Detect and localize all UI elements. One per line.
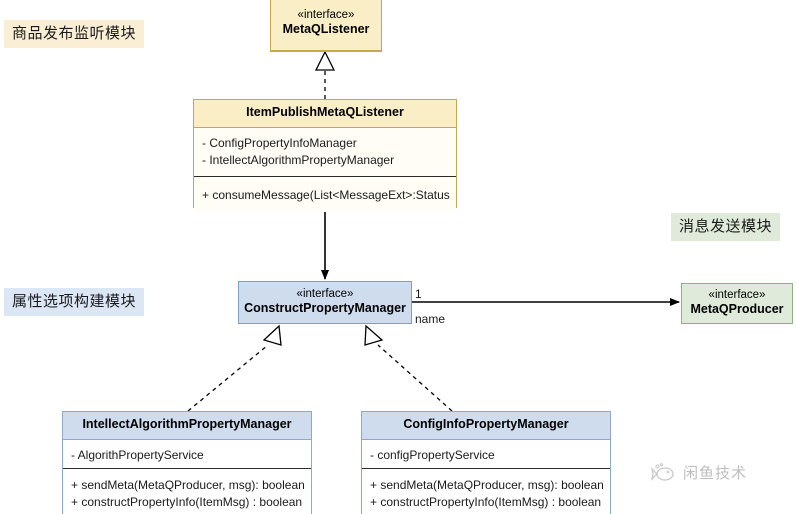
class-attributes-intellect-algorithm-property-manager: - AlgorithPropertyService — [63, 439, 311, 468]
attribute-row: - configPropertyService — [370, 447, 495, 462]
module-tag-publish-listen: 商品发布监听模块 — [4, 20, 145, 48]
operation-row: + constructPropertyInfo(ItemMsg) : boole… — [71, 495, 303, 510]
watermark-text: 闲鱼技术 — [683, 465, 748, 482]
association-multiplicity-label: 1 — [415, 287, 422, 301]
edge-realize-construct-right — [364, 324, 453, 412]
class-box-item-publish-metaq-listener[interactable]: ItemPublishMetaQListener - ConfigPropert… — [193, 99, 457, 213]
class-header-metaq-producer: «interface» MetaQProducer — [682, 284, 792, 323]
class-header-item-publish-metaq-listener: ItemPublishMetaQListener — [194, 100, 456, 128]
watermark: 闲鱼技术 — [651, 462, 747, 483]
edge-realize-construct-left — [187, 324, 282, 412]
association-role-label: name — [415, 312, 446, 326]
class-box-config-info-property-manager[interactable]: ConfigInfoPropertyManager - configProper… — [361, 411, 611, 514]
class-box-metaq-producer[interactable]: «interface» MetaQProducer — [681, 283, 793, 324]
class-attributes-item-publish-metaq-listener: - ConfigPropertyInfoManager - IntellectA… — [194, 127, 456, 176]
class-header-intellect-algorithm-property-manager: IntellectAlgorithmPropertyManager — [63, 412, 311, 440]
class-operations-config-info-property-manager: + sendMeta(MetaQProducer, msg): boolean … — [362, 467, 610, 514]
class-name: MetaQListener — [282, 22, 370, 37]
edge-realize-metaq-listener — [314, 50, 336, 99]
module-tag-message-send: 消息发送模块 — [671, 213, 781, 241]
class-operations-item-publish-metaq-listener: + consumeMessage(List<MessageExt>:Status — [194, 175, 456, 213]
class-name: ConstructPropertyManager — [244, 301, 406, 316]
operation-row: + constructPropertyInfo(ItemMsg) : boole… — [370, 495, 602, 510]
operation-row: + consumeMessage(List<MessageExt>:Status — [202, 187, 450, 202]
class-stereotype: «interface» — [296, 288, 354, 300]
class-name: MetaQProducer — [690, 302, 784, 317]
class-box-metaq-listener[interactable]: «interface» MetaQListener — [270, 0, 382, 52]
class-name: ConfigInfoPropertyManager — [403, 417, 569, 431]
class-header-construct-property-manager: «interface» ConstructPropertyManager — [239, 282, 411, 323]
operation-row: + sendMeta(MetaQProducer, msg): boolean — [71, 477, 305, 492]
module-tag-property-build: 属性选项构建模块 — [4, 288, 145, 316]
class-header-config-info-property-manager: ConfigInfoPropertyManager — [362, 412, 610, 440]
class-name: ItemPublishMetaQListener — [246, 105, 404, 119]
attribute-row: - ConfigPropertyInfoManager — [202, 135, 357, 150]
class-header-metaq-listener: «interface» MetaQListener — [271, 0, 381, 51]
class-operations-intellect-algorithm-property-manager: + sendMeta(MetaQProducer, msg): boolean … — [63, 467, 311, 514]
class-name: IntellectAlgorithmPropertyManager — [82, 417, 292, 431]
fish-icon — [651, 462, 674, 481]
attribute-row: - AlgorithPropertyService — [71, 447, 204, 462]
class-box-construct-property-manager[interactable]: «interface» ConstructPropertyManager — [238, 281, 412, 324]
class-stereotype: «interface» — [297, 9, 355, 21]
operation-row: + sendMeta(MetaQProducer, msg): boolean — [370, 477, 604, 492]
class-stereotype: «interface» — [708, 289, 766, 301]
class-attributes-config-info-property-manager: - configPropertyService — [362, 439, 610, 468]
class-box-intellect-algorithm-property-manager[interactable]: IntellectAlgorithmPropertyManager - Algo… — [62, 411, 312, 514]
attribute-row: - IntellectAlgorithmPropertyManager — [202, 153, 395, 168]
